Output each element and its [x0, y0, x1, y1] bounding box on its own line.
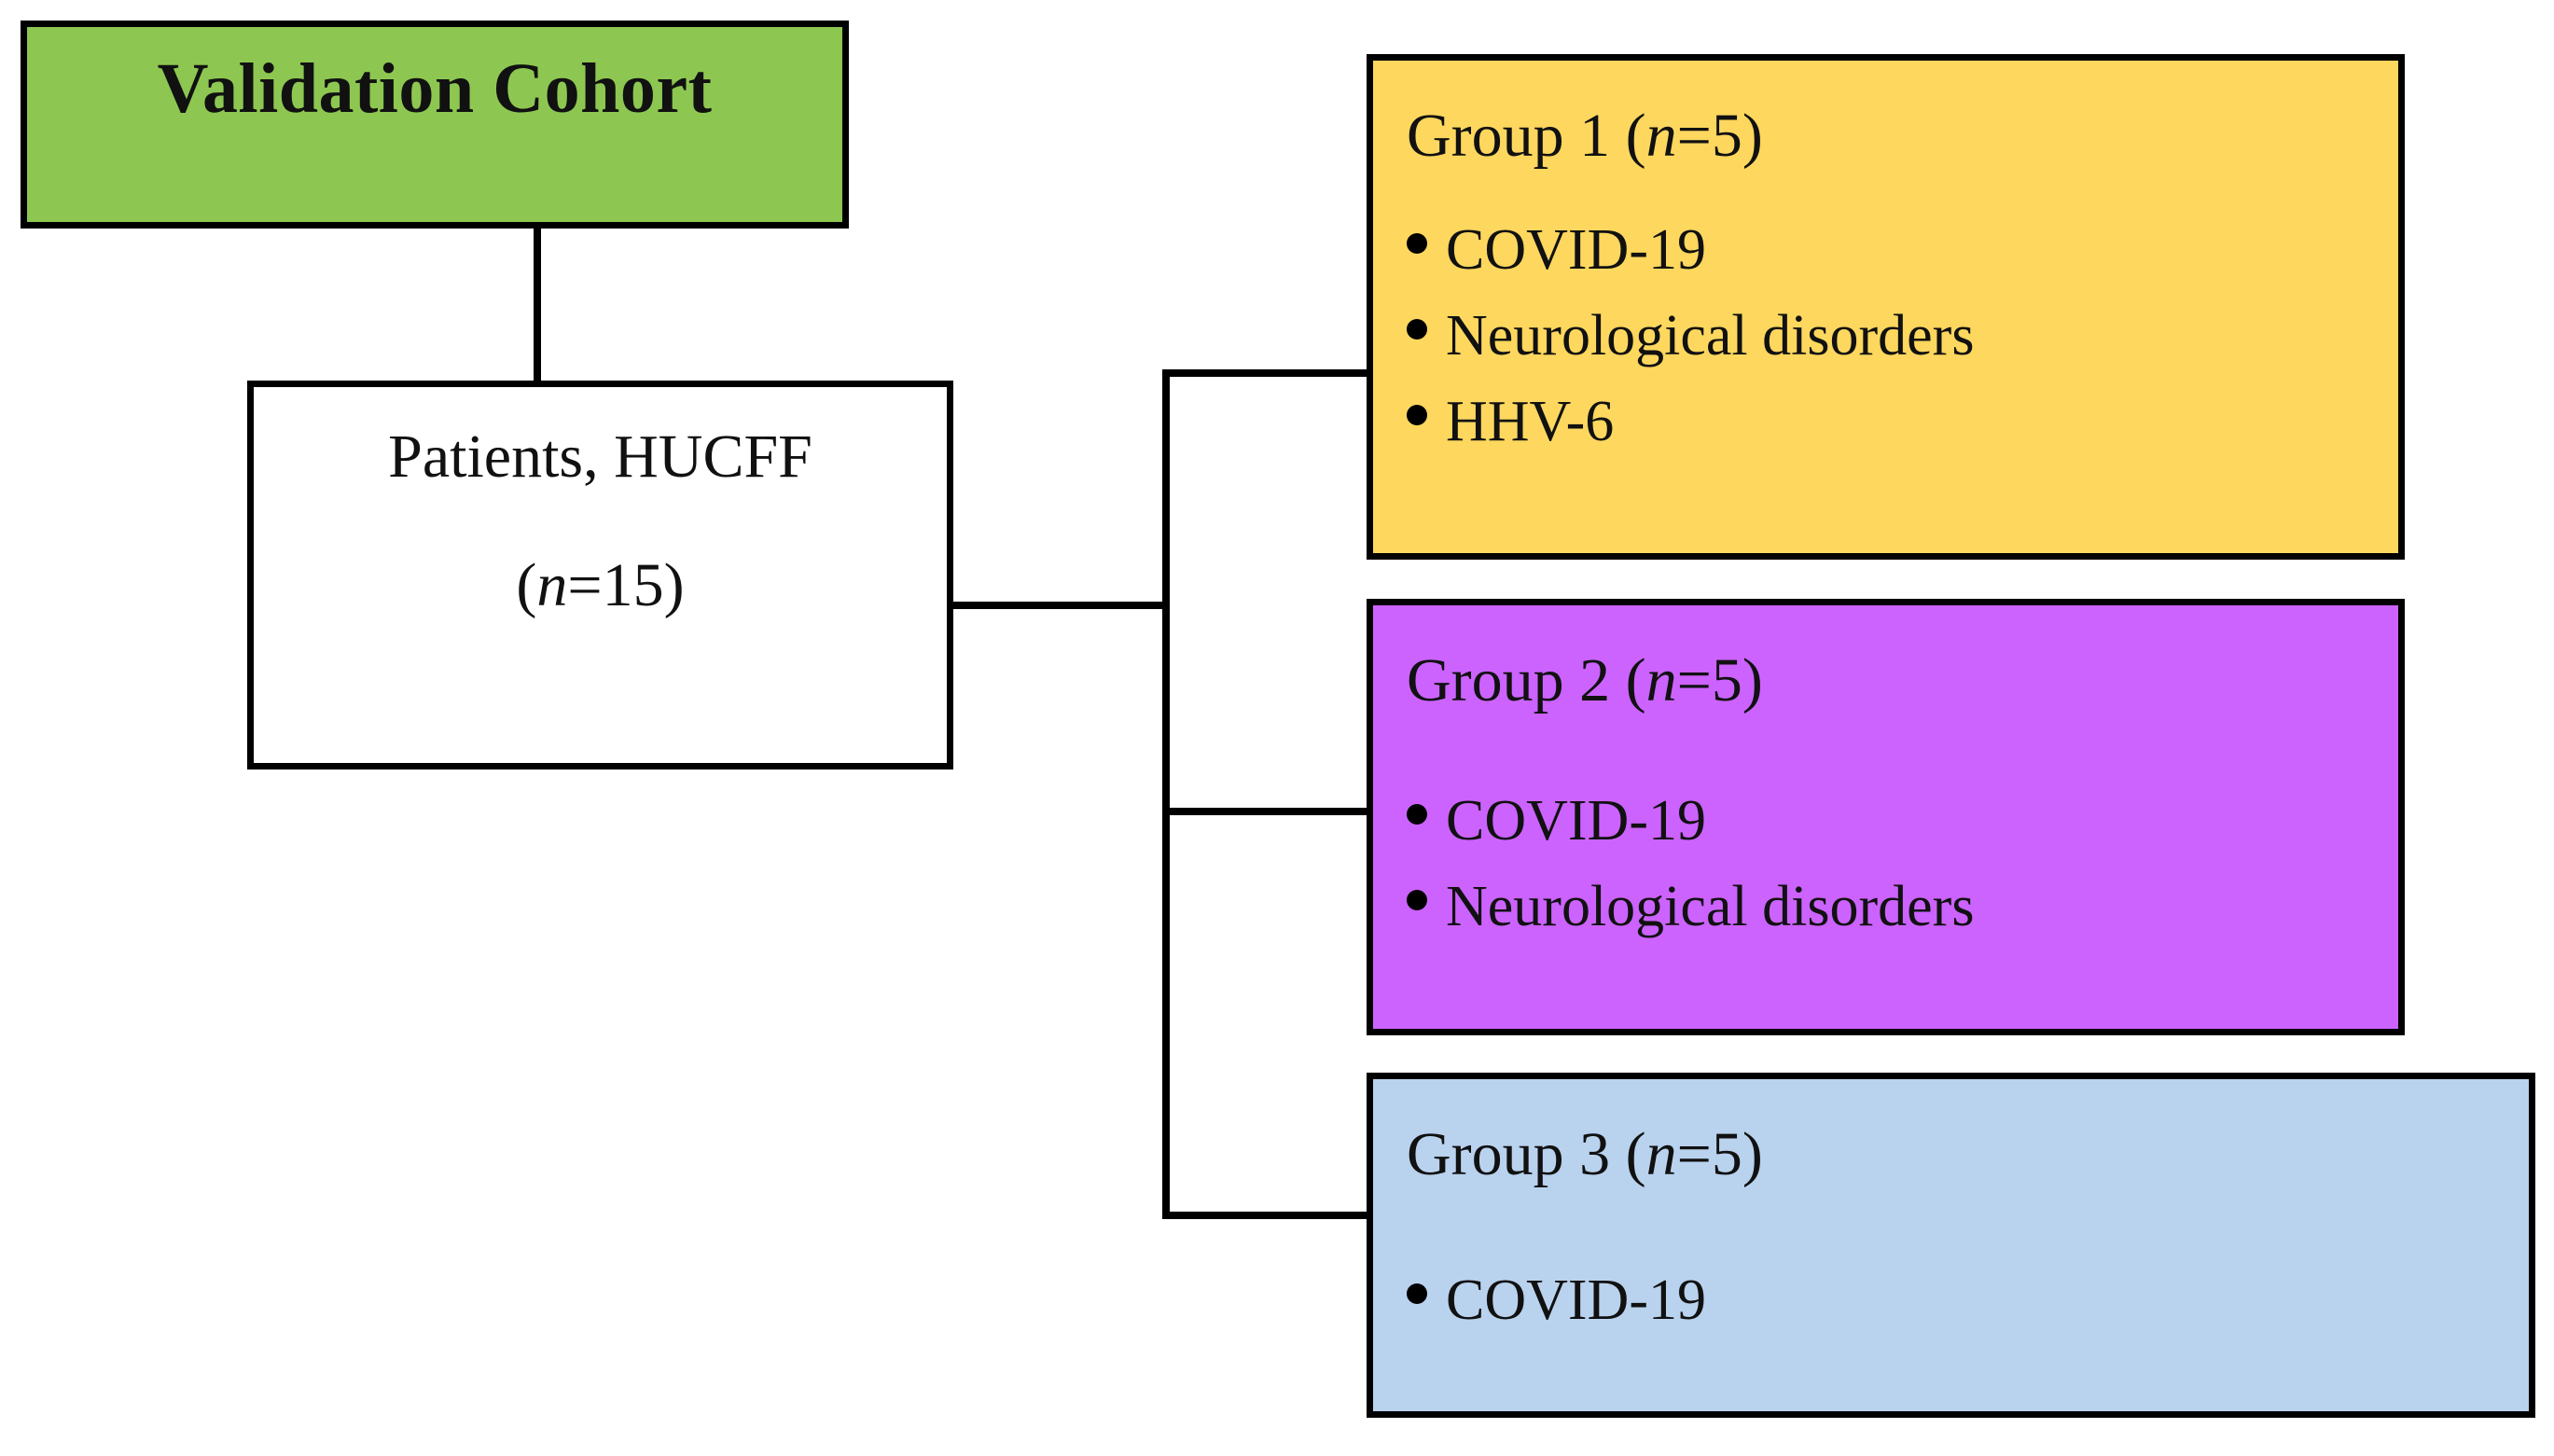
group-2-count-value: =5): [1676, 646, 1763, 714]
group-2-bullet-list: COVID-19 Neurological disorders: [1407, 792, 2398, 936]
node-patients-hucff: Patients, HUCFF (n=15): [247, 381, 953, 770]
group-3-bullet-0: COVID-19: [1446, 1269, 1706, 1332]
group-3-count-n-symbol: n: [1645, 1120, 1677, 1188]
group-1-bullet-0: COVID-19: [1446, 218, 1706, 282]
connector-branch-to-group-3: [1166, 1212, 1371, 1219]
connector-patients-to-trunk: [948, 602, 1170, 609]
node-group-1: Group 1 (n=5) COVID-19 Neurological diso…: [1367, 54, 2405, 560]
patients-count-open: (: [516, 551, 537, 619]
group-2-bullet-1: Neurological disorders: [1446, 875, 1975, 938]
patients-count-value: =15): [567, 551, 685, 619]
group-1-title: Group 1 (n=5): [1407, 105, 2398, 167]
list-item: COVID-19: [1407, 1271, 2529, 1329]
bullet-dot-icon: [1407, 804, 1427, 825]
bullet-dot-icon: [1407, 890, 1427, 910]
connector-branch-to-group-1: [1166, 369, 1371, 377]
node-group-3: Group 3 (n=5) COVID-19: [1367, 1073, 2535, 1418]
group-1-bullet-list: COVID-19 Neurological disorders HHV-6: [1407, 221, 2398, 451]
node-validation-cohort: Validation Cohort: [21, 21, 849, 229]
patients-label: Patients, HUCFF: [388, 423, 812, 491]
group-2-count-open: (: [1625, 646, 1646, 714]
validation-cohort-label: Validation Cohort: [157, 49, 713, 128]
node-group-2: Group 2 (n=5) COVID-19 Neurological diso…: [1367, 599, 2405, 1035]
bullet-dot-icon: [1407, 1283, 1427, 1304]
group-1-bullet-2: HHV-6: [1446, 390, 1615, 453]
group-3-count-open: (: [1625, 1120, 1646, 1188]
bullet-dot-icon: [1407, 233, 1427, 254]
group-2-title: Group 2 (n=5): [1407, 650, 2398, 712]
bullet-dot-icon: [1407, 405, 1427, 425]
list-item: HHV-6: [1407, 393, 2398, 451]
list-item: COVID-19: [1407, 792, 2398, 850]
group-3-count-value: =5): [1676, 1120, 1763, 1188]
connector-trunk-vertical: [1162, 369, 1170, 1219]
group-1-name: Group 1: [1407, 102, 1611, 170]
list-item: Neurological disorders: [1407, 878, 2398, 936]
group-2-count-n-symbol: n: [1645, 646, 1677, 714]
patients-count-n-symbol: n: [536, 551, 568, 619]
connector-root-to-patients: [534, 227, 541, 385]
patients-count: (n=15): [516, 555, 684, 617]
group-3-bullet-list: COVID-19: [1407, 1271, 2529, 1329]
list-item: COVID-19: [1407, 221, 2398, 279]
bullet-dot-icon: [1407, 319, 1427, 340]
connector-branch-to-group-2: [1166, 808, 1371, 815]
group-3-name: Group 3: [1407, 1120, 1611, 1188]
group-3-title: Group 3 (n=5): [1407, 1124, 2529, 1186]
group-1-bullet-1: Neurological disorders: [1446, 304, 1975, 367]
group-1-count-n-symbol: n: [1645, 102, 1677, 170]
group-2-bullet-0: COVID-19: [1446, 789, 1706, 853]
group-2-name: Group 2: [1407, 646, 1611, 714]
list-item: Neurological disorders: [1407, 307, 2398, 365]
group-1-count-open: (: [1625, 102, 1646, 170]
group-1-count-value: =5): [1676, 102, 1763, 170]
